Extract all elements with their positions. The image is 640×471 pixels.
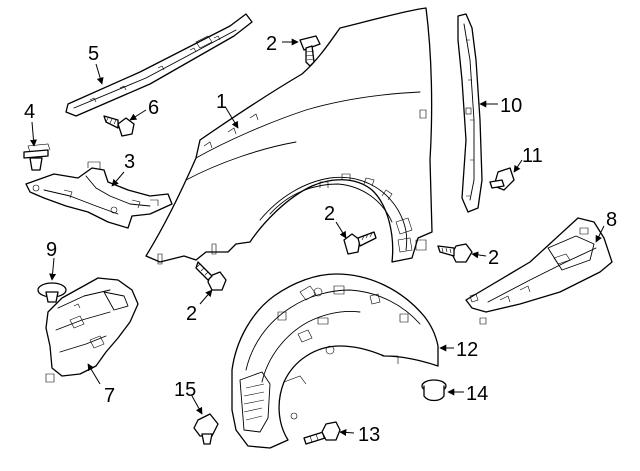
callout-6: 6: [148, 97, 159, 119]
callout-11: 11: [522, 145, 543, 167]
callout-3: 3: [124, 151, 135, 173]
fender-rail: [65, 13, 253, 117]
push-pin-9: [37, 282, 67, 303]
lower-panel-right: [465, 217, 613, 325]
fender-bracket: [25, 161, 173, 229]
bolt-13: [303, 421, 341, 445]
clip-11: [489, 167, 515, 191]
callout-10: 10: [500, 95, 522, 117]
callout-15: 15: [174, 379, 196, 401]
callout-2-right: 2: [488, 247, 499, 269]
nut-14: [421, 379, 447, 402]
callout-7: 7: [104, 385, 115, 407]
screw-2-right: [437, 243, 473, 263]
callout-13: 13: [358, 424, 380, 446]
leader-lines: [29, 38, 605, 436]
callout-9: 9: [46, 239, 57, 261]
clip-4: [23, 143, 51, 171]
callout-2-top: 2: [266, 33, 277, 55]
callout-14: 14: [466, 383, 488, 405]
callout-8: 8: [606, 209, 617, 231]
screw-2-top: [299, 35, 321, 67]
clip-15: [193, 413, 219, 445]
callout-2-lower: 2: [186, 303, 197, 325]
callout-2-middle: 2: [324, 203, 335, 225]
callout-12: 12: [456, 339, 478, 361]
callout-1: 1: [216, 91, 227, 113]
wheel-liner: [231, 273, 439, 449]
screw-2-lower: [195, 261, 227, 291]
fender-seal: [457, 13, 483, 213]
screw-6: [103, 115, 135, 137]
fender: [145, 7, 433, 265]
callout-4: 4: [24, 101, 35, 123]
callout-5: 5: [88, 43, 99, 65]
screw-2-middle: [343, 231, 377, 255]
lower-panel-left: [45, 277, 139, 383]
